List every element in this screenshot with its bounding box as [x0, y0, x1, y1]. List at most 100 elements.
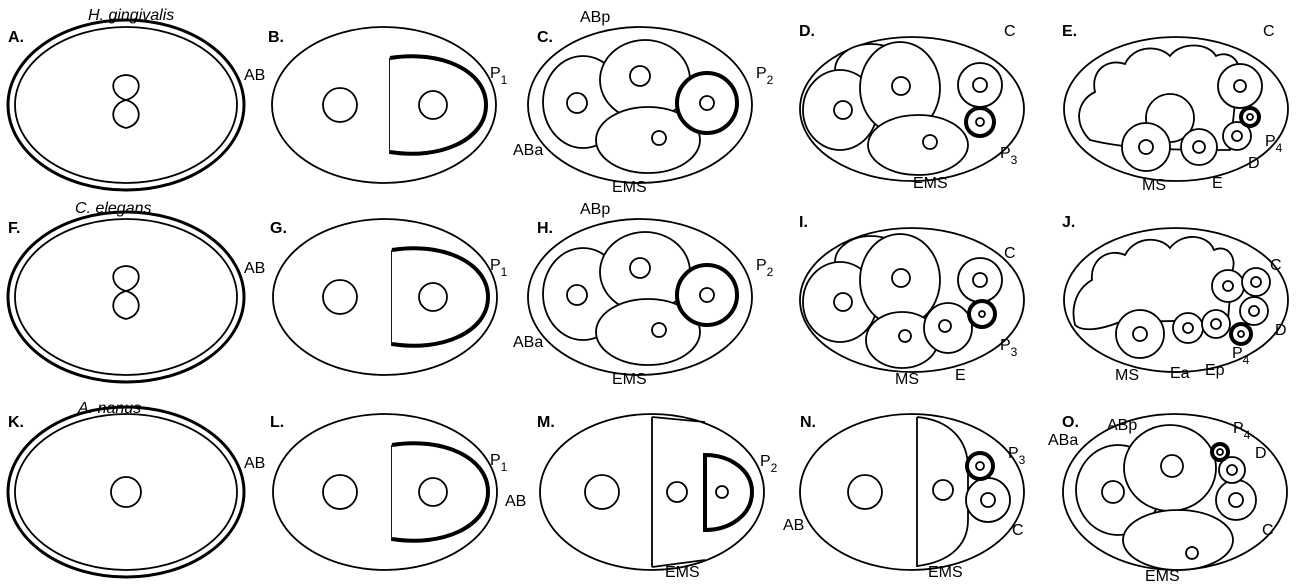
- label-p4: P4: [1233, 420, 1251, 442]
- panel-i: I. C P3 MS E: [799, 214, 1024, 388]
- label-ms: MS: [895, 371, 919, 388]
- d-nucleus: [1227, 465, 1237, 475]
- label-ab: AB: [783, 517, 804, 534]
- panel-label-o: O.: [1062, 414, 1079, 431]
- dividing-pronuclei: [113, 266, 139, 319]
- panel-label-n: N.: [800, 414, 816, 431]
- abp-nucleus: [630, 258, 650, 278]
- label-ems: EMS: [612, 371, 647, 388]
- egg-membrane: [15, 219, 237, 375]
- ab-nucleus: [323, 475, 357, 509]
- label-p3: P3: [1000, 145, 1018, 167]
- ms-nucleus: [1139, 140, 1153, 154]
- label-d: D: [1248, 155, 1260, 172]
- label-e: E: [955, 367, 966, 384]
- panel-l: L. AB P1: [244, 414, 508, 570]
- ems-nucleus: [667, 482, 687, 502]
- label-c: C: [1004, 23, 1016, 40]
- label-aba: ABa: [1048, 432, 1078, 449]
- label-c: C: [1263, 23, 1275, 40]
- ab-nucleus: [892, 269, 910, 287]
- ems-nucleus: [652, 323, 666, 337]
- p2-nucleus: [700, 288, 714, 302]
- label-ms: MS: [1115, 367, 1139, 384]
- p3-nucleus: [976, 118, 984, 126]
- label-ems: EMS: [612, 179, 647, 196]
- ems-nucleus: [923, 135, 937, 149]
- eggshell: [8, 212, 244, 382]
- species-label-c-elegans: C. elegans: [75, 200, 152, 217]
- label-aba: ABa: [513, 142, 543, 159]
- panel-label-a: A.: [8, 29, 24, 46]
- eggshell: [8, 20, 244, 190]
- ep-nucleus: [1211, 319, 1221, 329]
- panel-e: E. C P4 D E MS: [1062, 23, 1288, 194]
- panel-j: J. C D P4 MS Ea Ep: [1062, 214, 1288, 384]
- panel-label-m: M.: [537, 414, 555, 431]
- p3-nucleus: [976, 462, 984, 470]
- ms-nucleus: [1133, 327, 1147, 341]
- p4-nucleus: [1217, 449, 1223, 455]
- label-d: D: [1275, 322, 1287, 339]
- panel-label-h: H.: [537, 220, 553, 237]
- panel-c: C. ABp ABa EMS P2: [513, 9, 774, 196]
- label-p4: P4: [1232, 345, 1250, 367]
- p4-nucleus: [1247, 114, 1253, 120]
- zygote-nucleus: [111, 477, 141, 507]
- label-abp: ABp: [580, 201, 610, 218]
- p1-nucleus: [419, 478, 447, 506]
- aba-nucleus: [567, 285, 587, 305]
- c-nucleus: [1223, 281, 1233, 291]
- label-ems: EMS: [913, 175, 948, 192]
- p1-nucleus: [419, 283, 447, 311]
- p2-nucleus: [716, 486, 728, 498]
- ab-nucleus: [323, 280, 357, 314]
- label-ems: EMS: [665, 564, 700, 581]
- ab-nucleus: [323, 88, 357, 122]
- c-nucleus: [973, 273, 987, 287]
- ems-nucleus: [1186, 547, 1198, 559]
- label-p3: P3: [1000, 337, 1018, 359]
- label-c: C: [1262, 522, 1274, 539]
- panel-g: G. AB P1: [244, 219, 508, 375]
- label-c: C: [1004, 245, 1016, 262]
- panel-label-g: G.: [270, 220, 287, 237]
- label-e: E: [1212, 175, 1223, 192]
- c-nucleus: [1229, 493, 1243, 507]
- ab-nucleus: [848, 475, 882, 509]
- panel-h: H. ABp ABa EMS P2: [513, 201, 774, 388]
- e-nucleus: [939, 320, 951, 332]
- panel-a: A.: [8, 20, 244, 190]
- label-ems: EMS: [928, 564, 963, 581]
- panel-label-b: B.: [268, 29, 284, 46]
- panel-d: D. C P3 EMS: [799, 23, 1024, 192]
- ab-nucleus: [585, 475, 619, 509]
- label-aba: ABa: [513, 334, 543, 351]
- abp-nucleus: [1161, 455, 1183, 477]
- c-nucleus: [1234, 80, 1246, 92]
- d-nucleus: [1249, 306, 1259, 316]
- egg-membrane: [15, 27, 237, 183]
- panel-label-l: L.: [270, 414, 284, 431]
- ems-cell: [1123, 510, 1233, 570]
- label-p2: P2: [756, 65, 774, 87]
- d-nucleus: [1232, 131, 1242, 141]
- dividing-pronuclei: [113, 75, 139, 128]
- ems-nucleus: [933, 480, 953, 500]
- label-c: C: [1270, 257, 1282, 274]
- panel-label-d: D.: [799, 23, 815, 40]
- abp-nucleus: [630, 66, 650, 86]
- label-ea: Ea: [1170, 365, 1190, 382]
- c-nucleus: [1251, 277, 1261, 287]
- aba-nucleus: [567, 93, 587, 113]
- ms-nucleus: [899, 330, 911, 342]
- panel-label-e: E.: [1062, 23, 1077, 40]
- label-ab: AB: [505, 493, 526, 510]
- p4-nucleus: [1238, 331, 1244, 337]
- label-ems: EMS: [1145, 568, 1180, 584]
- c-nucleus: [981, 493, 995, 507]
- panel-n: N. AB P3 C EMS: [783, 414, 1026, 581]
- c-nucleus: [973, 78, 987, 92]
- panel-label-j: J.: [1062, 214, 1075, 231]
- ea-nucleus: [1183, 323, 1193, 333]
